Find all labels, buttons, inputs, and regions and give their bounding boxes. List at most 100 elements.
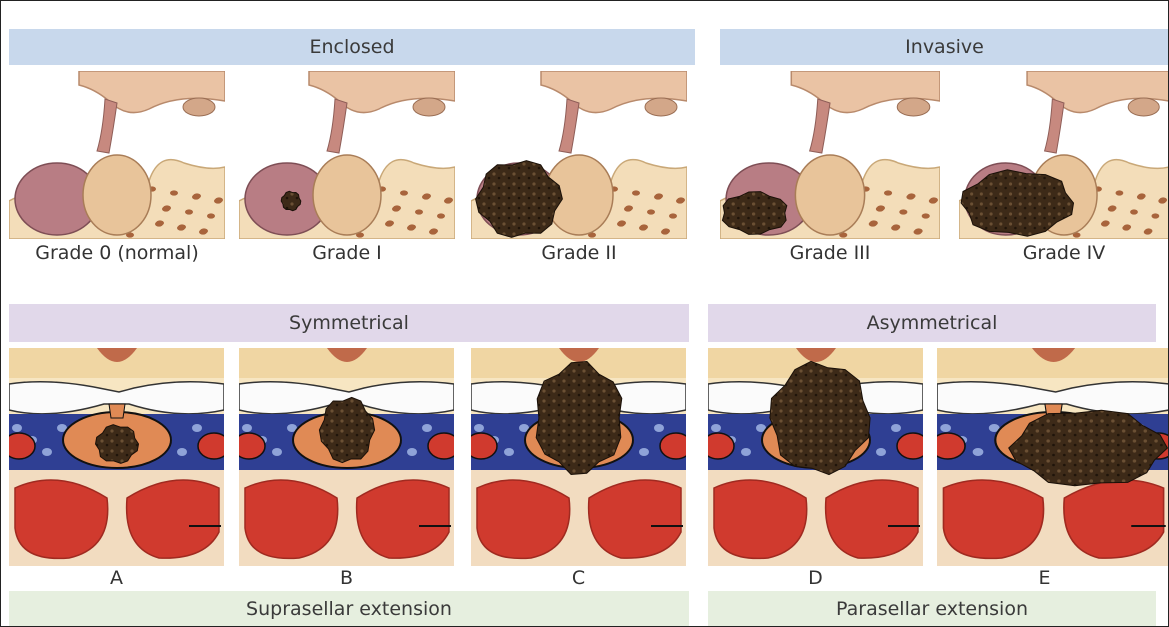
enclosed-header-text: Enclosed xyxy=(309,36,394,58)
sinus-channel xyxy=(504,448,514,456)
grade-3-illustration xyxy=(720,71,940,239)
bone-marrow-spot xyxy=(930,197,938,202)
sphenoid-sinus xyxy=(943,480,1043,558)
optic-chiasm xyxy=(645,98,677,116)
bone-marrow-spot xyxy=(1130,209,1138,214)
optic-chiasm xyxy=(1128,98,1159,116)
optic-chiasm xyxy=(413,98,445,116)
grade-1-illustration xyxy=(239,71,455,239)
carotid-artery xyxy=(937,433,965,459)
sphenoid-sinus xyxy=(15,480,108,558)
symmetrical-header: Symmetrical xyxy=(9,304,689,342)
bone-marrow-spot xyxy=(899,209,907,214)
bone-marrow-spot xyxy=(1138,193,1146,198)
bone-marrow-spot xyxy=(207,213,215,218)
bone-marrow-spot xyxy=(415,209,423,214)
sinus-channel xyxy=(42,448,52,456)
bone-marrow-spot xyxy=(625,205,633,210)
bone-marrow-spot xyxy=(655,193,663,198)
sphenoid-sinus xyxy=(826,480,918,558)
sinus-channel xyxy=(422,424,432,432)
bone-marrow-spot xyxy=(1152,213,1160,218)
carotid-artery xyxy=(239,433,265,459)
section-label: C xyxy=(471,567,686,589)
sinus-channel xyxy=(741,448,751,456)
section-label: E xyxy=(937,567,1152,589)
adenoma-tumor xyxy=(722,192,786,235)
bone-marrow-spot xyxy=(393,205,401,210)
suprasellar-extension-text: Suprasellar extension xyxy=(246,598,452,620)
section-b-illustration xyxy=(239,348,454,566)
sphenoid-sinus xyxy=(477,480,570,558)
sinus-channel xyxy=(639,448,649,456)
bone-marrow-spot xyxy=(1123,224,1131,229)
carotid-artery xyxy=(897,433,923,459)
sphenoid-sinus xyxy=(589,480,681,558)
grade-2-illustration xyxy=(471,71,687,239)
sinus-channel xyxy=(891,424,901,432)
bone-marrow-spot xyxy=(632,190,640,195)
bone-marrow-spot xyxy=(430,228,438,233)
sphenoid-sinus xyxy=(127,480,219,558)
section-label: A xyxy=(9,567,224,589)
bone-marrow-spot xyxy=(437,213,445,218)
bone-marrow-spot xyxy=(1116,190,1124,195)
sinus-channel xyxy=(711,424,721,432)
parasellar-extension-band: Parasellar extension xyxy=(708,591,1156,627)
bone-marrow-spot xyxy=(640,224,648,229)
bone-marrow-spot xyxy=(647,209,655,214)
bone-marrow-spot xyxy=(1159,197,1167,202)
grade-label: Grade III xyxy=(720,242,940,264)
sinus-channel xyxy=(242,424,252,432)
symmetrical-header-text: Symmetrical xyxy=(289,312,409,334)
section-e-illustration xyxy=(937,348,1169,566)
grade-label: Grade 0 (normal) xyxy=(9,242,225,264)
bone-marrow-spot xyxy=(156,220,164,225)
section-d-illustration xyxy=(708,348,923,566)
sinus-channel xyxy=(407,448,417,456)
enclosed-header: Enclosed xyxy=(9,29,695,65)
grade-label: Grade IV xyxy=(959,242,1169,264)
sphenoid-sinus xyxy=(714,480,807,558)
grade-label: Grade I xyxy=(239,242,455,264)
pituitary-stalk xyxy=(109,404,125,418)
carotid-artery xyxy=(471,433,497,459)
sinus-channel xyxy=(973,448,984,456)
bone-marrow-spot xyxy=(870,220,878,225)
sinus-channel xyxy=(474,424,484,432)
bone-marrow-spot xyxy=(884,190,892,195)
invasive-header: Invasive xyxy=(720,29,1169,65)
bone-marrow-spot xyxy=(915,228,923,233)
posterior-pituitary xyxy=(83,155,151,235)
bone-marrow-spot xyxy=(170,190,178,195)
asymmetrical-header-text: Asymmetrical xyxy=(867,312,998,334)
bone-marrow-spot xyxy=(400,190,408,195)
sinus-channel xyxy=(192,424,202,432)
posterior-pituitary xyxy=(313,155,381,235)
suprasellar-extension-band: Suprasellar extension xyxy=(9,591,689,627)
bone-marrow-spot xyxy=(669,213,677,218)
sinus-channel xyxy=(654,424,664,432)
bone-marrow-spot xyxy=(200,228,208,233)
bone-marrow-spot xyxy=(445,197,453,202)
posterior-pituitary xyxy=(795,155,864,235)
asymmetrical-header: Asymmetrical xyxy=(708,304,1156,342)
invasive-header-text: Invasive xyxy=(905,36,984,58)
sinus-channel xyxy=(177,448,187,456)
bone-marrow-spot xyxy=(185,209,193,214)
grade-0-illustration xyxy=(9,71,225,239)
bone-marrow-spot xyxy=(215,197,223,202)
bone-marrow-spot xyxy=(662,228,670,233)
bone-marrow-spot xyxy=(907,193,915,198)
sinus-channel xyxy=(940,424,951,432)
bone-marrow-spot xyxy=(1145,228,1153,233)
optic-chiasm xyxy=(183,98,215,116)
bone-marrow-spot xyxy=(892,224,900,229)
sinus-channel xyxy=(12,424,22,432)
grade-4-illustration xyxy=(959,71,1169,239)
section-label: B xyxy=(239,567,454,589)
bone-marrow-spot xyxy=(922,213,930,218)
sphenoid-sinus xyxy=(357,480,449,558)
section-label: D xyxy=(708,567,923,589)
